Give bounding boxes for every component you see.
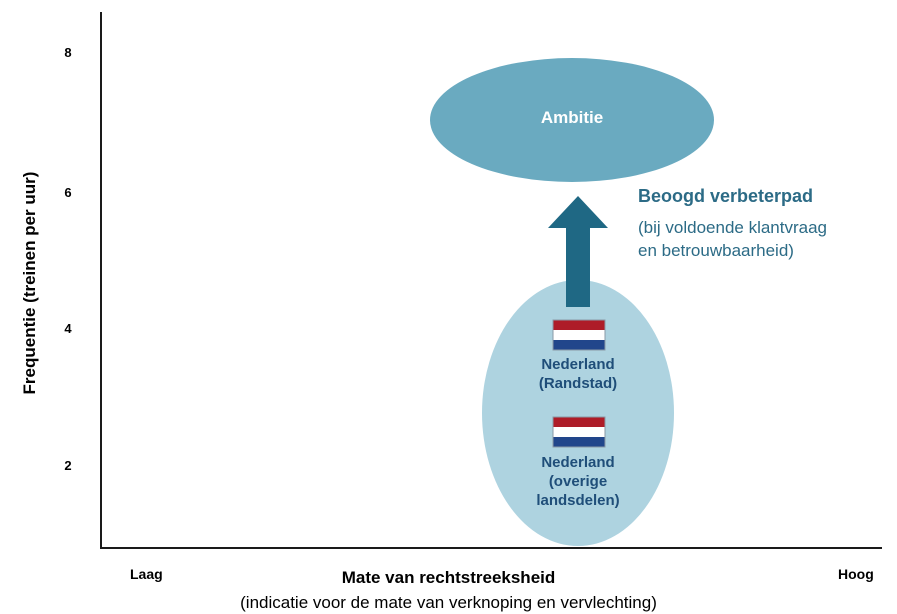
improvement-path-title: Beoogd verbeterpad [638,186,814,206]
improvement-arrow [548,196,608,307]
x-axis-subtitle: (indicatie voor de mate van verknoping e… [240,593,657,612]
region-name: (overige [548,473,608,490]
netherlands-randstad-label: Nederland (Randstad) [500,355,656,393]
flag-netherlands-icon [552,319,606,351]
y-tick-label: 8 [64,45,72,60]
current-ellipse [482,280,674,546]
x-axis-title: Mate van rechtstreeksheid [341,568,556,587]
region-name: (Randstad) [538,375,618,392]
region-name: landsdelen) [536,492,620,509]
y-tick-label: 4 [64,321,72,336]
ambition-label: Ambitie [540,108,604,127]
ambition-ellipse [430,58,714,182]
country-name: Nederland [541,356,615,373]
country-name: Nederland [541,454,615,471]
improvement-path-note: (bij voldoende klantvraag [638,218,828,237]
flag-netherlands-icon [552,416,606,448]
improvement-path-note: en betrouwbaarheid) [638,241,794,260]
netherlands-other-label: Nederland (overige landsdelen) [500,453,656,510]
x-axis-low-label: Laag [130,566,163,582]
y-tick-label: 2 [64,458,72,473]
y-tick-label: 6 [64,185,72,200]
y-axis-title: Frequentie (treinen per uur) [20,171,39,395]
x-axis-high-label: Hoog [838,566,874,582]
